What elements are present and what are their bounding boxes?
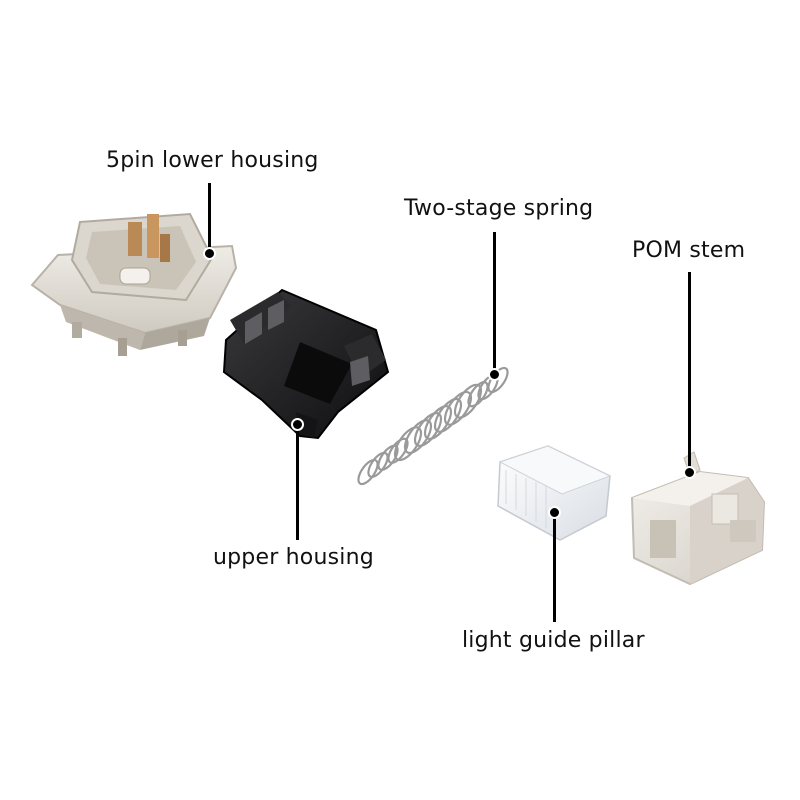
spring-coil <box>467 381 489 408</box>
stem-part <box>630 451 766 586</box>
upper-housing-label: upper housing <box>213 545 374 570</box>
spring-coil <box>423 405 453 440</box>
spring-part <box>357 366 509 486</box>
spring-coil <box>403 419 433 455</box>
spring-coil <box>367 451 389 479</box>
spring-coil <box>433 397 463 433</box>
lower-housing-label: 5pin lower housing <box>106 148 319 173</box>
spring-coil <box>443 390 473 426</box>
spring-coil <box>413 412 443 447</box>
light-guide-part <box>497 445 612 541</box>
lower-housing-anchor-dot <box>203 247 216 260</box>
stem-leader <box>688 272 691 472</box>
spring-coil <box>357 458 379 486</box>
lower-housing-part <box>30 212 238 356</box>
stem-anchor-dot <box>683 466 696 479</box>
spring-leader <box>493 232 496 374</box>
lower-housing-leader <box>208 183 211 253</box>
spring-anchor-dot <box>488 368 501 381</box>
stem-label: POM stem <box>632 238 746 263</box>
light-guide-label: light guide pillar <box>462 628 645 653</box>
upper-housing-anchor-dot <box>291 418 304 431</box>
spring-label: Two-stage spring <box>404 196 594 221</box>
light-guide-leader <box>553 512 556 622</box>
light-guide-anchor-dot <box>548 506 561 519</box>
upper-housing-part <box>222 288 390 440</box>
upper-housing-leader <box>296 424 299 540</box>
